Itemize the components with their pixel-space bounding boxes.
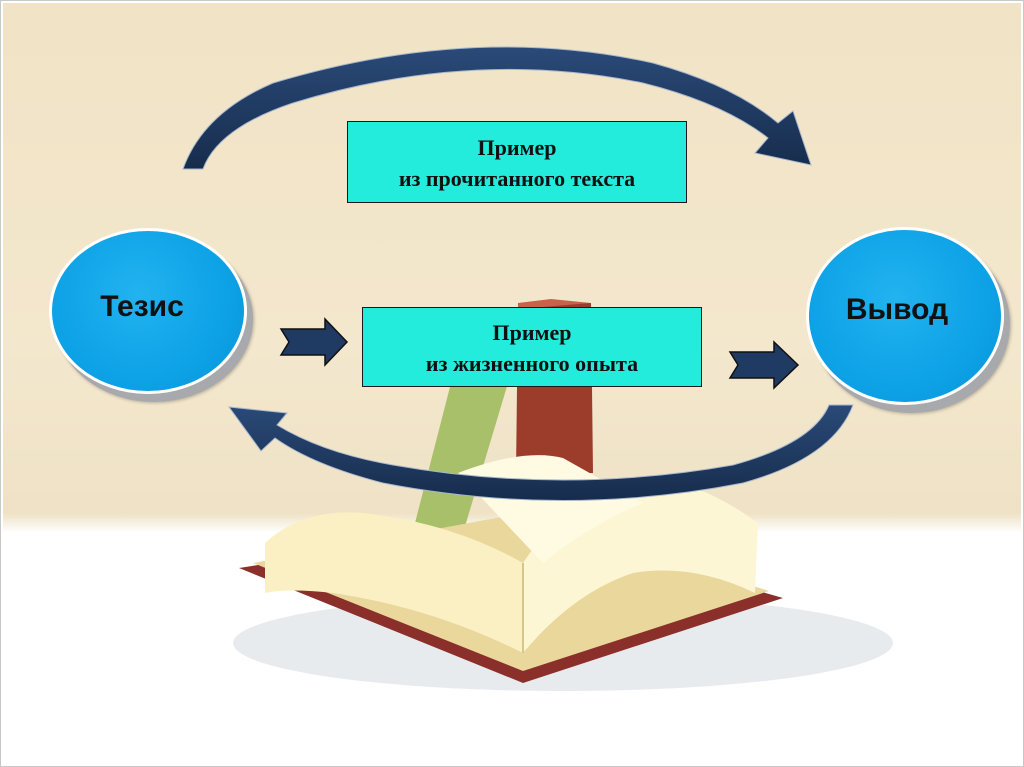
book-left-page: [265, 512, 523, 653]
green-bookmark: [415, 383, 508, 533]
text-example-box: Пример из прочитанного текста: [347, 121, 687, 203]
curved-arrow-bottom-icon: [227, 404, 854, 501]
life-example-box: Пример из жизненного опыта: [362, 307, 702, 387]
text-example-line2: из прочитанного текста: [398, 166, 636, 191]
block-arrow-right-left-icon: [279, 317, 349, 367]
conclusion-node: Вывод: [806, 227, 1004, 405]
slide-background: Тезис Вывод Пример из прочитанного текст…: [3, 3, 1021, 765]
life-example-line2: из жизненного опыта: [425, 351, 639, 376]
red-bookmark-top: [518, 299, 591, 309]
thesis-node: Тезис: [49, 228, 247, 394]
text-example-line1: Пример: [477, 135, 557, 160]
conclusion-label: Вывод: [845, 293, 949, 326]
curved-arrow-top-icon: [182, 46, 812, 170]
block-arrow-right-right-icon: [728, 340, 800, 390]
life-example-line1: Пример: [492, 320, 572, 345]
thesis-label: Тезис: [100, 290, 184, 323]
arrows-layer: [182, 46, 854, 501]
